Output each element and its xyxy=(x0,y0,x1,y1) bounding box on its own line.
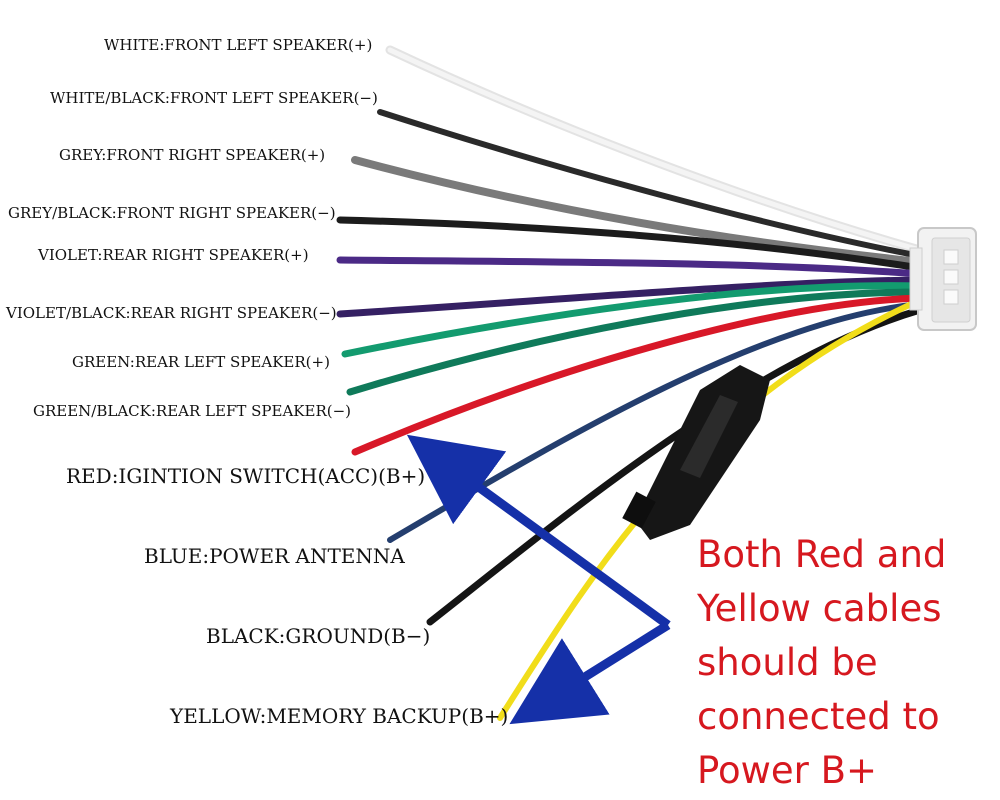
label-white-black-front-left-minus: WHITE/BLACK:FRONT LEFT SPEAKER(−) xyxy=(50,89,378,107)
wire-white-black xyxy=(377,109,923,259)
label-green-black-rear-left-minus: GREEN/BLACK:REAR LEFT SPEAKER(−) xyxy=(33,402,352,420)
note-line: Both Red and xyxy=(697,533,947,576)
label-blue-power-antenna: BLUE:POWER ANTENNA xyxy=(144,544,405,568)
note-line: should be xyxy=(697,641,878,684)
wire-white-core xyxy=(387,47,923,253)
inline-fuse-holder xyxy=(622,365,770,540)
note-line: Yellow cables xyxy=(697,587,942,630)
label-red-ignition-switch: RED:IGINTION SWITCH(ACC)(B+) xyxy=(66,464,426,488)
connection-note: Both Red and Yellow cables should be con… xyxy=(697,528,997,798)
label-violet-black-rear-right-minus: VIOLET/BLACK:REAR RIGHT SPEAKER(−) xyxy=(6,304,337,322)
label-violet-rear-right-plus: VIOLET:REAR RIGHT SPEAKER(+) xyxy=(38,246,309,264)
wire-grey-black xyxy=(336,216,924,272)
arrow-to-red-wire xyxy=(406,434,671,629)
label-black-ground: BLACK:GROUND(B−) xyxy=(206,624,431,648)
label-green-rear-left-plus: GREEN:REAR LEFT SPEAKER(+) xyxy=(72,353,330,371)
wire-green-black xyxy=(346,288,924,396)
label-yellow-memory-backup: YELLOW:MEMORY BACKUP(B+) xyxy=(170,704,509,728)
label-white-front-left-plus: WHITE:FRONT LEFT SPEAKER(+) xyxy=(104,36,373,54)
wire-red xyxy=(351,294,924,456)
note-line: connected to xyxy=(697,695,940,738)
wire-grey xyxy=(351,156,924,266)
label-grey-black-front-right-minus: GREY/BLACK:FRONT RIGHT SPEAKER(−) xyxy=(8,204,336,222)
wire-white xyxy=(385,45,925,255)
note-line: Power B+ xyxy=(697,749,878,792)
label-grey-front-right-plus: GREY:FRONT RIGHT SPEAKER(+) xyxy=(59,146,326,164)
wire-violet-black xyxy=(336,276,924,318)
wire-green xyxy=(341,282,924,358)
wire-connector-plug xyxy=(909,227,977,331)
arrow-to-yellow-wire xyxy=(509,621,671,725)
wire-violet xyxy=(336,256,924,278)
pointer-arrows xyxy=(406,434,671,725)
